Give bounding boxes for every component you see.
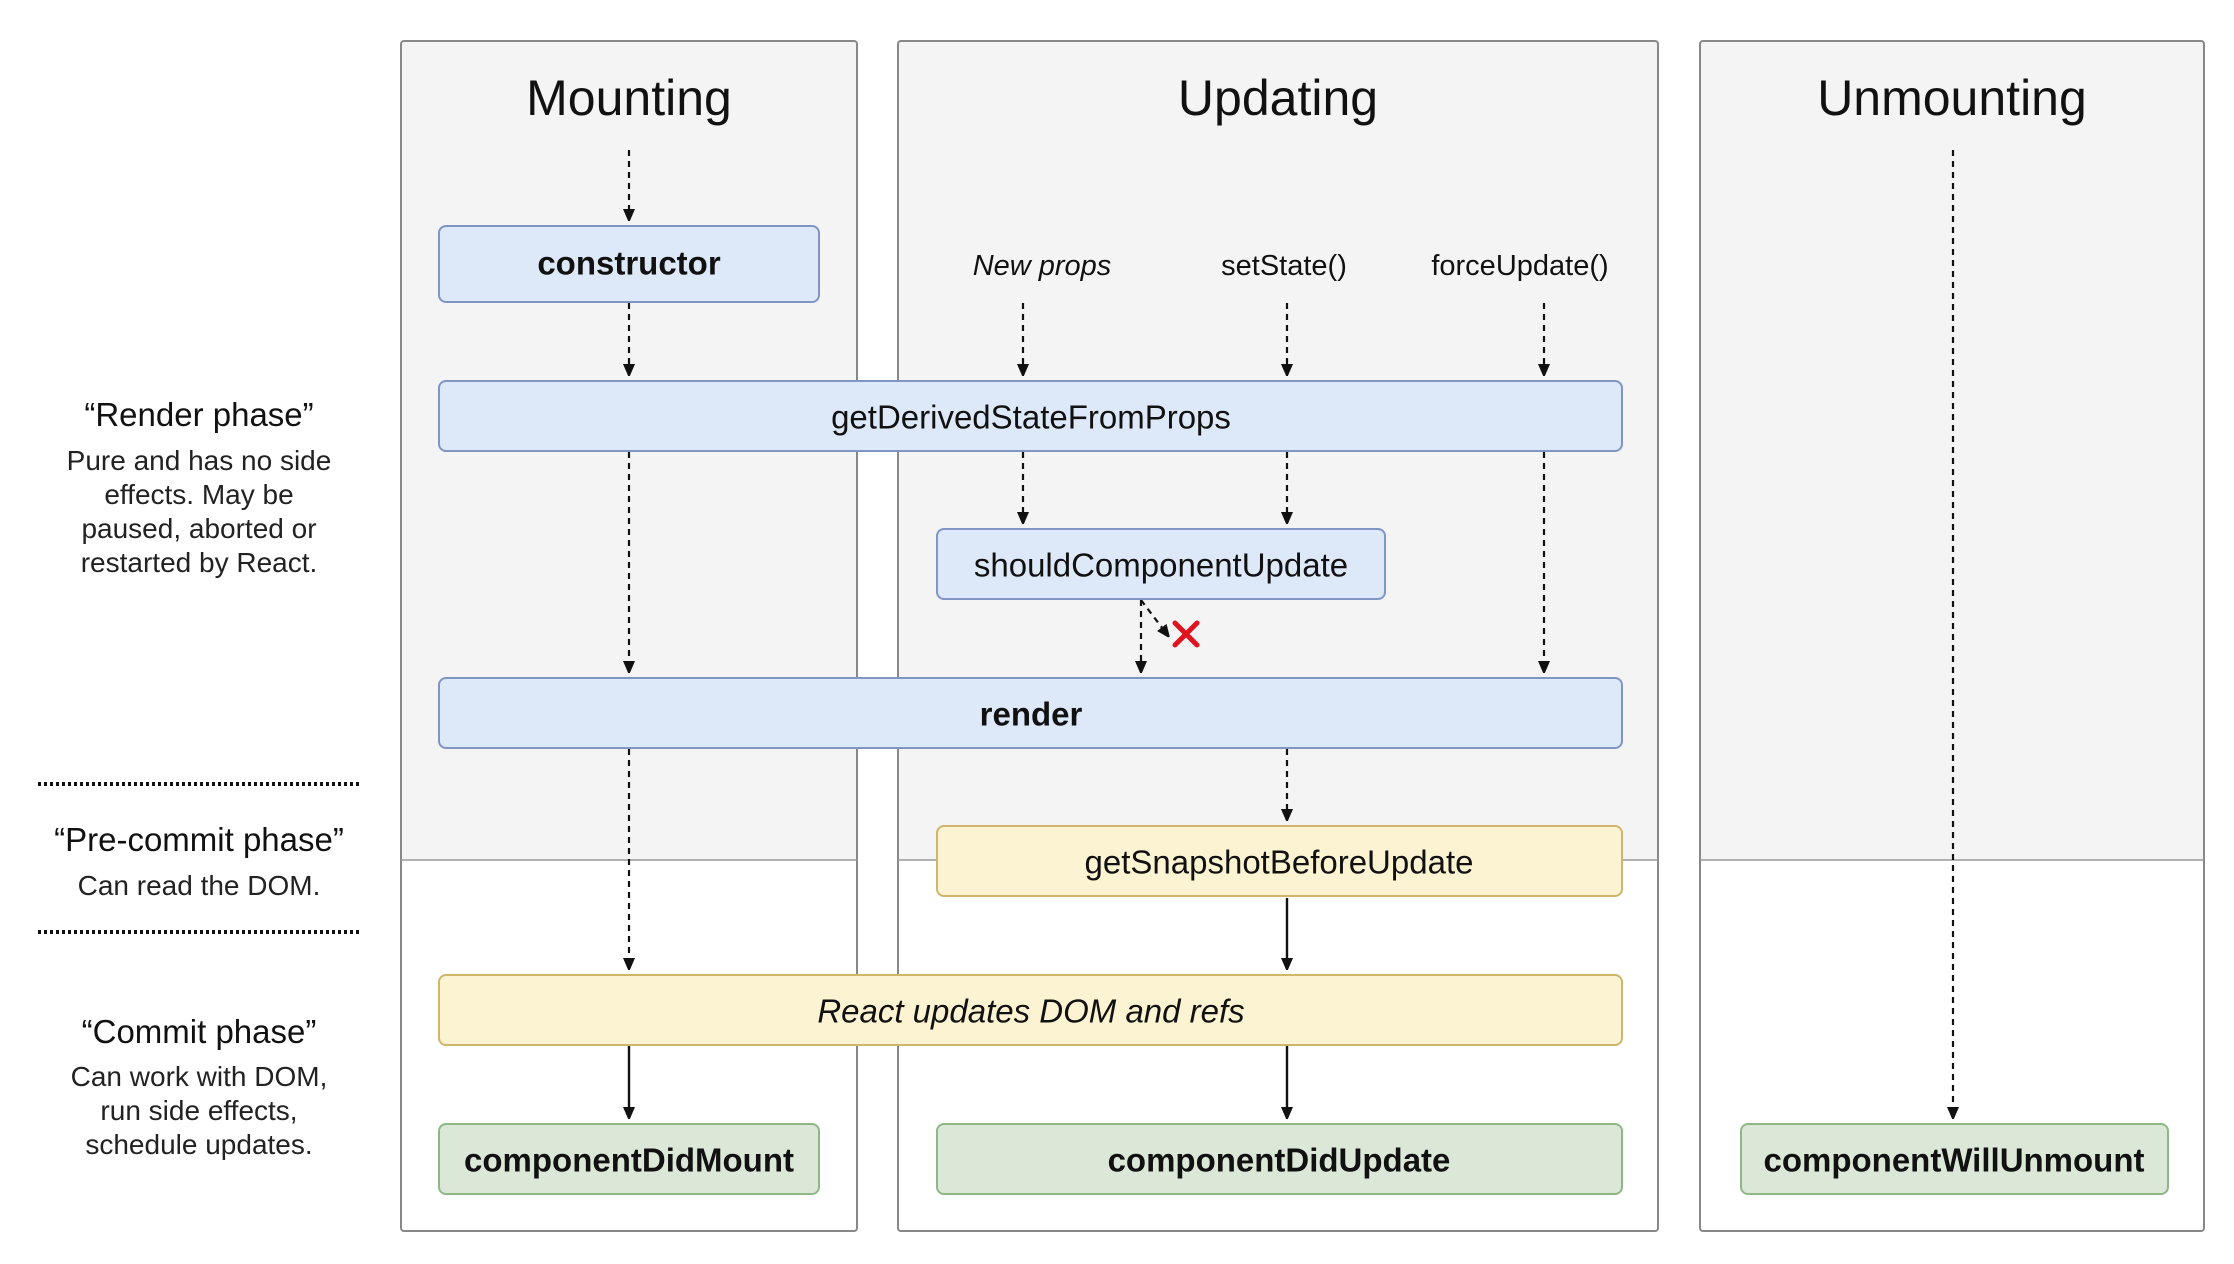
- pre-commit-phase-title: “Pre-commit phase”: [54, 821, 344, 858]
- trigger-set-state: setState(): [1221, 250, 1347, 282]
- commit-phase-desc-line: Can work with DOM,: [71, 1061, 328, 1092]
- render-phase-desc-line: effects. May be: [104, 479, 293, 510]
- get-snapshot-box: getSnapshotBeforeUpdate: [936, 825, 1623, 897]
- react-updates-dom-box: React updates DOM and refs: [438, 974, 1623, 1046]
- arrowhead-icon: [1140, 599, 1166, 633]
- constructor-box: constructor: [438, 225, 820, 303]
- component-will-unmount-box: componentWillUnmount: [1740, 1123, 2169, 1195]
- commit-phase-title: “Commit phase”: [82, 1013, 317, 1050]
- column-title-unmounting: Unmounting: [1817, 70, 2087, 126]
- commit-phase-annotation: “Commit phase” Can work with DOM, run si…: [71, 1013, 328, 1160]
- should-component-update-label: shouldComponentUpdate: [974, 547, 1348, 584]
- render-phase-desc-line: restarted by React.: [81, 547, 318, 578]
- render-label: render: [980, 696, 1083, 733]
- render-box: render: [438, 677, 1623, 749]
- render-phase-title: “Render phase”: [84, 396, 313, 433]
- component-will-unmount-label: componentWillUnmount: [1764, 1142, 2145, 1179]
- component-did-mount-label: componentDidMount: [464, 1142, 794, 1179]
- render-phase-desc-line: paused, aborted or: [81, 513, 316, 544]
- arrows: [629, 150, 1953, 1114]
- component-did-update-box: componentDidUpdate: [936, 1123, 1623, 1195]
- trigger-force-update: forceUpdate(): [1431, 250, 1608, 282]
- trigger-new-props: New props: [973, 250, 1112, 282]
- get-derived-state-label: getDerivedStateFromProps: [831, 399, 1231, 436]
- pre-commit-phase-annotation: “Pre-commit phase” Can read the DOM.: [54, 821, 344, 901]
- react-updates-dom-label: React updates DOM and refs: [817, 993, 1244, 1030]
- component-did-update-label: componentDidUpdate: [1108, 1142, 1451, 1179]
- commit-phase-desc-line: run side effects,: [100, 1095, 297, 1126]
- cross-icon: [1172, 620, 1200, 648]
- column-title-updating: Updating: [1178, 70, 1378, 126]
- commit-phase-desc-line: schedule updates.: [85, 1129, 312, 1160]
- get-snapshot-label: getSnapshotBeforeUpdate: [1085, 844, 1474, 881]
- column-title-mounting: Mounting: [526, 70, 732, 126]
- pre-commit-phase-desc-line: Can read the DOM.: [78, 870, 321, 901]
- component-did-mount-box: componentDidMount: [438, 1123, 820, 1195]
- render-phase-annotation: “Render phase” Pure and has no side effe…: [67, 396, 332, 578]
- constructor-label: constructor: [537, 245, 721, 282]
- should-component-update-box: shouldComponentUpdate: [936, 528, 1386, 600]
- column-updating: [897, 40, 1659, 1232]
- render-phase-desc-line: Pure and has no side: [67, 445, 332, 476]
- get-derived-state-box: getDerivedStateFromProps: [438, 380, 1623, 452]
